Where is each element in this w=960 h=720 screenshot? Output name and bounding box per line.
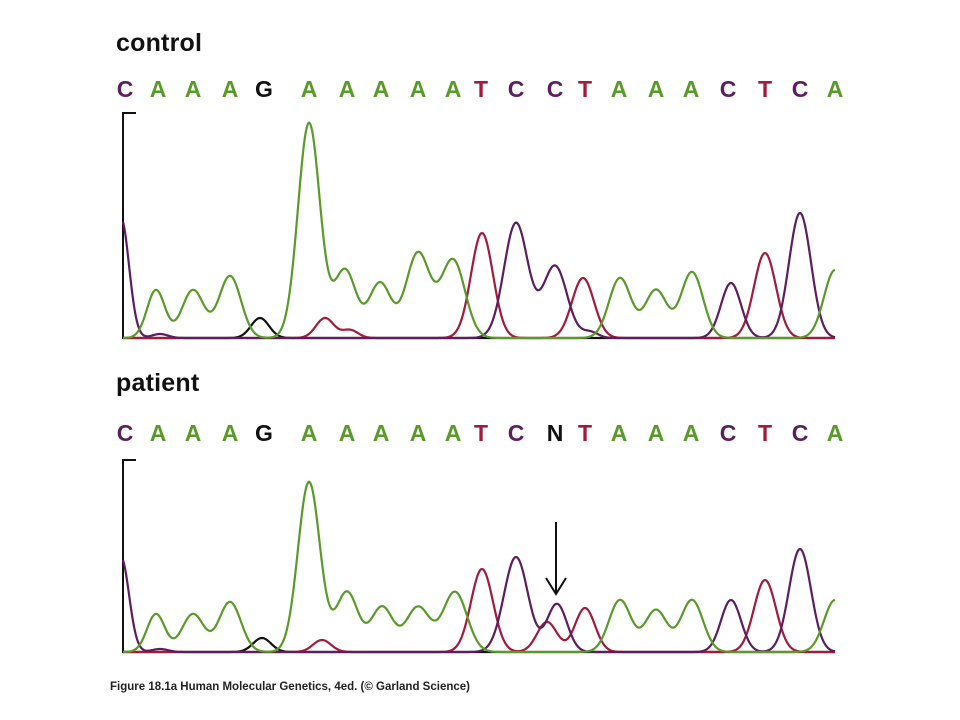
patient-axis [122, 459, 835, 653]
control-base-19: T [757, 76, 773, 102]
control-panel-title: control [116, 29, 203, 57]
control-base-5: G [255, 76, 273, 102]
control-base-3: A [184, 76, 202, 102]
patient-base-7: A [338, 420, 356, 446]
patient-trace-C [121, 547, 836, 654]
control-chromatogram [121, 112, 836, 340]
patient-base-14: T [577, 420, 593, 446]
patient-panel-title: patient [116, 369, 200, 397]
control-base-4: A [221, 76, 239, 102]
control-base-9: A [409, 76, 427, 102]
mutation-arrow-icon [545, 577, 567, 596]
patient-base-2: A [149, 420, 167, 446]
patient-base-10: A [444, 420, 462, 446]
patient-base-18: C [719, 420, 737, 446]
control-base-12: C [507, 76, 525, 102]
control-base-14: T [577, 76, 593, 102]
control-base-2: A [149, 76, 167, 102]
patient-base-16: A [647, 420, 665, 446]
control-base-17: A [682, 76, 700, 102]
patient-base-21: A [826, 420, 844, 446]
patient-base-4: A [221, 420, 239, 446]
control-trace-A [123, 121, 836, 340]
control-base-10: A [444, 76, 462, 102]
control-trace-C [121, 211, 836, 340]
control-base-11: T [473, 76, 489, 102]
control-base-20: C [791, 76, 809, 102]
patient-base-5: G [255, 420, 273, 446]
patient-base-11: T [473, 420, 489, 446]
patient-base-6: A [300, 420, 318, 446]
patient-trace-T [123, 567, 835, 654]
control-base-7: A [338, 76, 356, 102]
control-base-18: C [719, 76, 737, 102]
patient-base-12: C [507, 420, 525, 446]
control-base-21: A [826, 76, 844, 102]
control-base-6: A [300, 76, 318, 102]
control-trace-G [123, 316, 835, 340]
control-axis [122, 112, 835, 339]
control-base-1: C [116, 76, 134, 102]
patient-base-20: C [791, 420, 809, 446]
patient-base-8: A [372, 420, 390, 446]
patient-base-13: N [546, 420, 564, 446]
control-base-16: A [647, 76, 665, 102]
patient-base-17: A [682, 420, 700, 446]
control-base-15: A [610, 76, 628, 102]
figure-caption: Figure 18.1a Human Molecular Genetics, 4… [110, 681, 470, 693]
control-base-13: C [546, 76, 564, 102]
patient-chromatogram [121, 459, 836, 654]
patient-base-19: T [757, 420, 773, 446]
control-base-8: A [372, 76, 390, 102]
patient-base-1: C [116, 420, 134, 446]
patient-base-3: A [184, 420, 202, 446]
patient-base-15: A [610, 420, 628, 446]
patient-trace-A [122, 480, 836, 654]
patient-base-9: A [409, 420, 427, 446]
